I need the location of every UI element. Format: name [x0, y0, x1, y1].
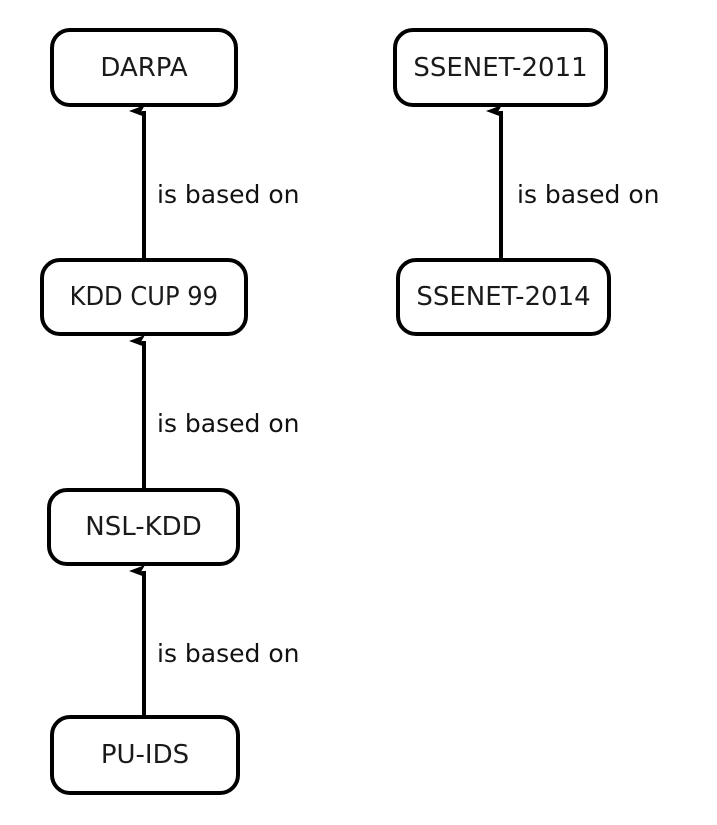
edge-label-puids-to-nslkdd: is based on [157, 639, 300, 668]
node-ssenet-2014[interactable]: SSENET-2014 [396, 258, 611, 336]
node-label-pu-ids: PU-IDS [100, 740, 190, 770]
node-label-kdd-cup-99: KDD CUP 99 [69, 282, 219, 312]
node-label-nsl-kdd: NSL-KDD [85, 512, 202, 542]
node-nsl-kdd[interactable]: NSL-KDD [47, 488, 240, 566]
node-kdd-cup-99[interactable]: KDD CUP 99 [40, 258, 248, 336]
node-label-ssenet-2014: SSENET-2014 [416, 282, 591, 312]
node-label-darpa: DARPA [100, 52, 188, 83]
node-ssenet-2011[interactable]: SSENET-2011 [393, 28, 608, 107]
edge-label-ssenet2014-to-ssenet2011: is based on [517, 180, 660, 209]
edge-label-kddcup99-to-darpa: is based on [157, 180, 300, 209]
edge-label-nslkdd-to-kddcup99: is based on [157, 409, 300, 438]
node-darpa[interactable]: DARPA [50, 28, 238, 107]
node-label-ssenet-2011: SSENET-2011 [413, 52, 588, 83]
node-pu-ids[interactable]: PU-IDS [50, 715, 240, 795]
